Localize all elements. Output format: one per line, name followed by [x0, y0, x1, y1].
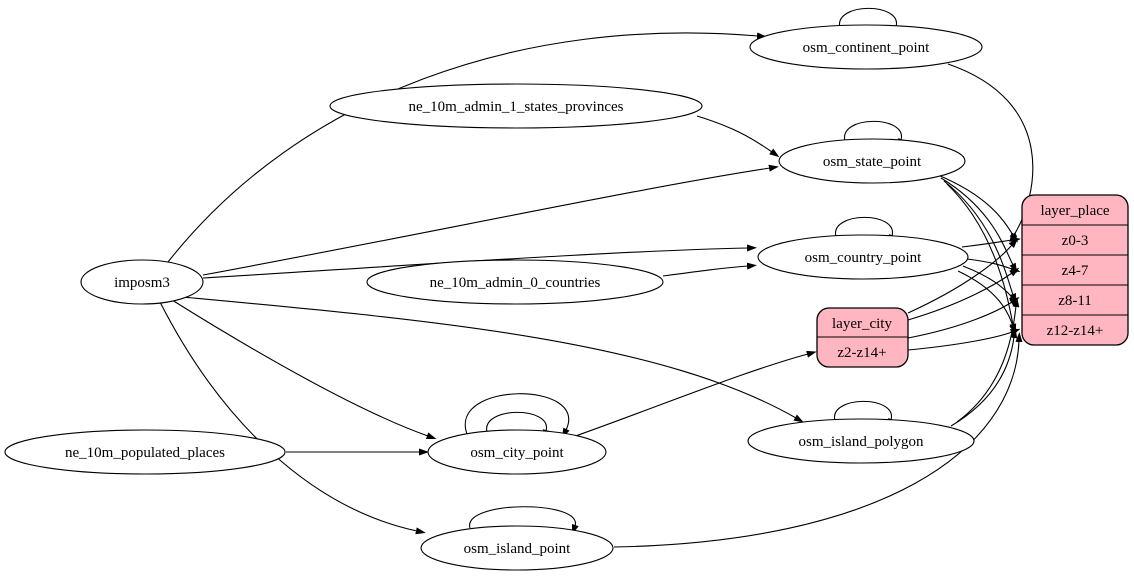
edge-osm_state_point-z4-7 [940, 177, 1018, 274]
node-ne_10m_populated_places: ne_10m_populated_places [4, 429, 286, 475]
edge-osm_island_polygon-z8-11 [956, 297, 1020, 423]
edge-osm_country_point-z8-11 [962, 265, 1019, 304]
record-row-z2-z14: z2-z14+ [837, 345, 886, 361]
selfloop-osm_island_polygon [834, 400, 895, 429]
node-ellipse [778, 138, 966, 184]
edge-osm_continent_point-z0-3 [947, 63, 1034, 243]
node-label: osm_country_point [805, 250, 922, 266]
selfloop-osm_country_point [835, 216, 896, 245]
node-label: osm_state_point [823, 154, 922, 170]
selfloop-osm_city_point-inner [486, 411, 550, 440]
node-ne_10m_admin_0_countries: ne_10m_admin_0_countries [366, 259, 664, 305]
edge-layer_city-z8-11 [907, 297, 1020, 339]
edge-osm_country_point-z12-z14 [957, 270, 1017, 335]
node-label: osm_island_polygon [798, 434, 924, 450]
record-box [1021, 194, 1129, 346]
selfloop-osm_continent_point [839, 7, 900, 36]
selfloop-osm_island_point [469, 506, 579, 535]
record-title: layer_place [1040, 203, 1109, 219]
node-ellipse [80, 259, 204, 305]
node-ellipse [747, 418, 975, 464]
node-label: osm_island_point [464, 541, 572, 557]
node-label: osm_city_point [470, 445, 564, 461]
edge-osm_country_point-z4-7 [966, 258, 1021, 273]
node-label: ne_10m_populated_places [65, 445, 225, 461]
edge-osm_state_point-z12-z14 [946, 183, 1017, 334]
node-ellipse [4, 429, 286, 475]
selfloop-osm_city_point-outer [464, 393, 570, 439]
record-row-z12-z14: z12-z14+ [1047, 323, 1104, 339]
edge-imposm3-osm_island_point [159, 301, 426, 535]
record-row-z8-11: z8-11 [1058, 293, 1092, 309]
node-label: osm_continent_point [803, 40, 930, 56]
node-osm_city_point: osm_city_point [427, 429, 607, 475]
edge-imposm3-osm_continent_point [167, 32, 767, 263]
node-imposm3: imposm3 [80, 259, 204, 305]
edge-layer_city-z0-3 [907, 238, 1018, 314]
record-row-z0-3: z0-3 [1062, 233, 1089, 249]
node-label: ne_10m_admin_0_countries [430, 275, 601, 291]
node-osm_country_point: osm_country_point [757, 234, 969, 280]
edge-osm_island_point-z12-z14 [613, 332, 1023, 548]
edge-osm_state_point-z8-11 [943, 180, 1017, 304]
node-ellipse [366, 259, 664, 305]
node-ellipse [420, 525, 614, 571]
node-ne_10m_admin_1_states_provinces: ne_10m_admin_1_states_provinces [329, 83, 703, 129]
node-label: imposm3 [114, 275, 170, 291]
edge-osm_city_point-layer_city [569, 350, 817, 439]
selfloop-osm_state_point [844, 120, 905, 149]
edge-imposm3-osm_city_point [171, 299, 437, 439]
edge-ne_10m_admin_0_countries-osm_country_point [662, 262, 757, 277]
node-ellipse [757, 234, 969, 280]
record-layer_place: layer_place z0-3 z4-7 z8-11 z12-z14+ [1021, 194, 1129, 346]
record-row-z4-7: z4-7 [1062, 263, 1089, 279]
edge-osm_island_polygon-z12-z14 [950, 328, 1018, 427]
node-osm_island_point: osm_island_point [420, 525, 614, 571]
edge-layer_city-z12-z14 [907, 328, 1021, 351]
edge-osm_state_point-z0-3 [937, 174, 1018, 243]
node-ellipse [427, 429, 607, 475]
node-osm_continent_point: osm_continent_point [749, 24, 983, 70]
edge-ne_10m_admin_1_states_provinces-osm_state_point [696, 115, 780, 158]
node-osm_island_polygon: osm_island_polygon [747, 418, 975, 464]
edge-layer_city-z4-7 [907, 267, 1020, 321]
edge-imposm3-osm_state_point [202, 164, 779, 276]
record-title: layer_city [832, 316, 892, 332]
edge-imposm3-osm_island_polygon [181, 296, 804, 423]
node-ellipse [329, 83, 703, 129]
record-layer_city: layer_city z2-z14+ [816, 307, 909, 368]
node-osm_state_point: osm_state_point [778, 138, 966, 184]
node-ellipse [749, 24, 983, 70]
node-label: ne_10m_admin_1_states_provinces [409, 99, 624, 115]
